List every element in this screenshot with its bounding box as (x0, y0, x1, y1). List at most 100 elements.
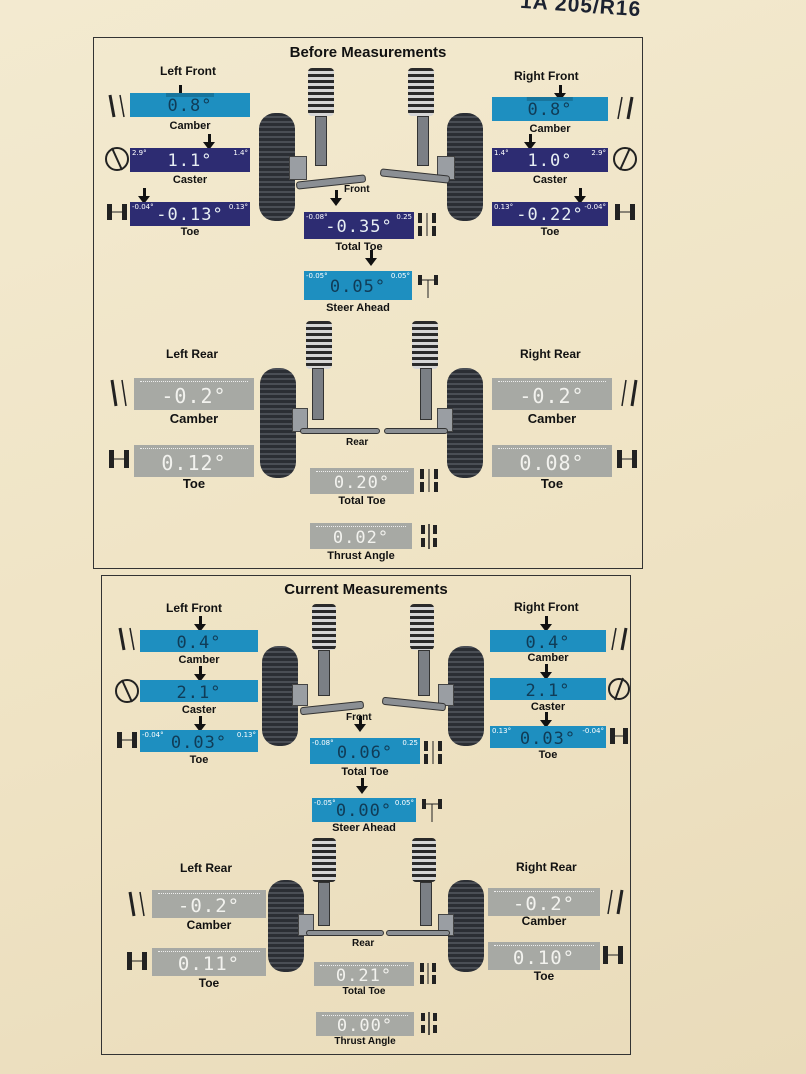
rear-total-toe-box: 0.21° (314, 962, 414, 986)
front-left-spring (308, 68, 334, 116)
rf-camber-value: 0.8° (527, 100, 573, 120)
rf-toe-label: Toe (538, 749, 558, 761)
rear-right-spring (412, 321, 438, 369)
rear-right-link (384, 428, 448, 434)
indicator-arrow (138, 188, 150, 204)
thrust-angle-value: 0.02° (332, 528, 390, 548)
indicator-arrow (194, 616, 206, 632)
thrust-angle-box: 0.00° (316, 1012, 414, 1036)
front-total-toe-max: 0.25 (396, 213, 412, 221)
rf-toe-label: Toe (540, 226, 560, 238)
lf-caster-value: 1.1° (167, 151, 213, 171)
front-right-tire (448, 646, 484, 746)
front-total-toe-value: -0.35° (325, 217, 393, 237)
thrust-angle-icon (421, 524, 437, 549)
steer-ahead-box: -0.05° 0.05° 0.05° (304, 271, 412, 300)
front-right-spring (408, 68, 434, 116)
steer-ahead-max: 0.05° (394, 799, 414, 807)
range-notch (166, 93, 214, 97)
rf-caster-label: Caster (532, 174, 568, 186)
front-total-toe-box: -0.08° 0.25 -0.35° (304, 212, 414, 239)
rf-toe-value: 0.03° (519, 729, 577, 748)
rf-toe-min: 0.13° (492, 727, 512, 735)
caster-icon (105, 147, 129, 171)
camber-icon (611, 627, 628, 651)
rf-toe-max: -0.04° (584, 203, 606, 211)
lf-toe-min: -0.04° (132, 203, 154, 211)
indicator-arrow (330, 190, 342, 206)
rear-left-spring (306, 321, 332, 369)
rr-camber-box: -0.2° (488, 888, 600, 916)
steer-ahead-value: 0.00° (335, 801, 393, 821)
rear-label: Rear (346, 437, 369, 448)
rf-toe-max: -0.04° (582, 727, 604, 735)
rear-right-strut (420, 882, 432, 926)
lf-toe-min: -0.04° (142, 731, 164, 739)
toe-icon (615, 204, 635, 220)
lf-caster-value: 2.1° (176, 683, 222, 702)
front-total-toe-box: -0.08° 0.25 0.06° (310, 738, 420, 764)
rear-right-strut (420, 368, 432, 420)
rear-right-tire (448, 880, 484, 972)
rr-toe-label: Toe (540, 476, 564, 491)
lf-camber-value: 0.4° (176, 633, 222, 652)
front-left-strut (318, 650, 330, 696)
indicator-arrow (354, 716, 366, 732)
indicator-arrow (365, 250, 377, 266)
rf-caster-box: 2.1° (490, 678, 606, 700)
front-right-strut (418, 650, 430, 696)
lf-caster-min: 2.9° (132, 149, 147, 157)
rear-total-toe-value: 0.21° (335, 966, 393, 986)
range-dashes (140, 448, 248, 449)
front-total-toe-max: 0.25 (402, 739, 418, 747)
rf-caster-value: 1.0° (527, 151, 573, 171)
lf-camber-box: 0.4° (140, 630, 258, 652)
vehicle-toe-icon (420, 469, 438, 492)
indicator-arrow (524, 134, 536, 150)
lr-camber-value: -0.2° (161, 384, 227, 408)
left-rear-heading: Left Rear (180, 861, 233, 875)
camber-icon (621, 379, 638, 407)
lr-toe-box: 0.11° (152, 948, 266, 976)
front-left-hub (289, 156, 307, 180)
range-dashes (494, 891, 594, 892)
lf-toe-label: Toe (180, 226, 200, 238)
range-dashes (140, 381, 248, 382)
panel-title: Current Measurements (284, 581, 448, 598)
rf-caster-label: Caster (530, 701, 566, 713)
rf-toe-box: 0.13° -0.04° -0.22° (492, 202, 608, 226)
rear-right-spring (412, 838, 436, 882)
lr-toe-value: 0.12° (161, 451, 227, 475)
camber-icon (110, 379, 127, 407)
rf-camber-value: 0.4° (525, 633, 571, 652)
lf-camber-label: Camber (169, 120, 211, 132)
range-dashes (158, 893, 260, 894)
rf-caster-value: 2.1° (525, 681, 571, 700)
before-measurements-panel: Before Measurements Left Front 0.8° Camb… (93, 37, 643, 569)
front-label: Front (344, 184, 370, 195)
lf-toe-value: -0.13° (156, 205, 224, 225)
indicator-arrow (574, 188, 586, 204)
right-rear-heading: Right Rear (520, 347, 581, 361)
lr-camber-value: -0.2° (177, 895, 241, 917)
camber-icon (118, 627, 135, 651)
lr-toe-label: Toe (182, 476, 206, 491)
lf-camber-value: 0.8° (167, 96, 213, 116)
rf-toe-box: 0.13° -0.04° 0.03° (490, 726, 606, 748)
rr-toe-value: 0.10° (512, 947, 576, 969)
steer-ahead-min: -0.05° (306, 272, 328, 280)
indicator-arrow (203, 134, 215, 150)
range-dashes (320, 965, 408, 966)
vehicle-toe-icon (418, 213, 436, 236)
rear-total-toe-value: 0.20° (333, 473, 391, 493)
lr-toe-value: 0.11° (177, 953, 241, 975)
toe-icon (610, 728, 628, 744)
rr-camber-value: -0.2° (519, 384, 585, 408)
front-right-strut (417, 116, 429, 166)
rf-caster-box: 1.4° 2.9° 1.0° (492, 148, 608, 172)
lf-caster-label: Caster (172, 174, 208, 186)
rf-camber-label: Camber (527, 652, 569, 664)
toe-icon (603, 946, 623, 964)
steer-ahead-label: Steer Ahead (332, 822, 396, 834)
range-dashes (322, 1015, 408, 1016)
